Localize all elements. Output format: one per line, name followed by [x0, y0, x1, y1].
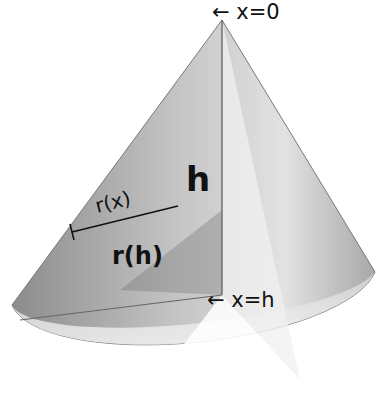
- rx-tick: [70, 224, 74, 240]
- cone-surface: [12, 20, 375, 345]
- apex-label: ← x=0: [212, 2, 280, 23]
- height-label: h: [186, 162, 210, 196]
- base-radius: [20, 295, 222, 320]
- radius-h-label: r(h): [112, 244, 163, 268]
- base-x-label: ← x=h: [207, 290, 275, 311]
- rx-bar: [72, 206, 178, 232]
